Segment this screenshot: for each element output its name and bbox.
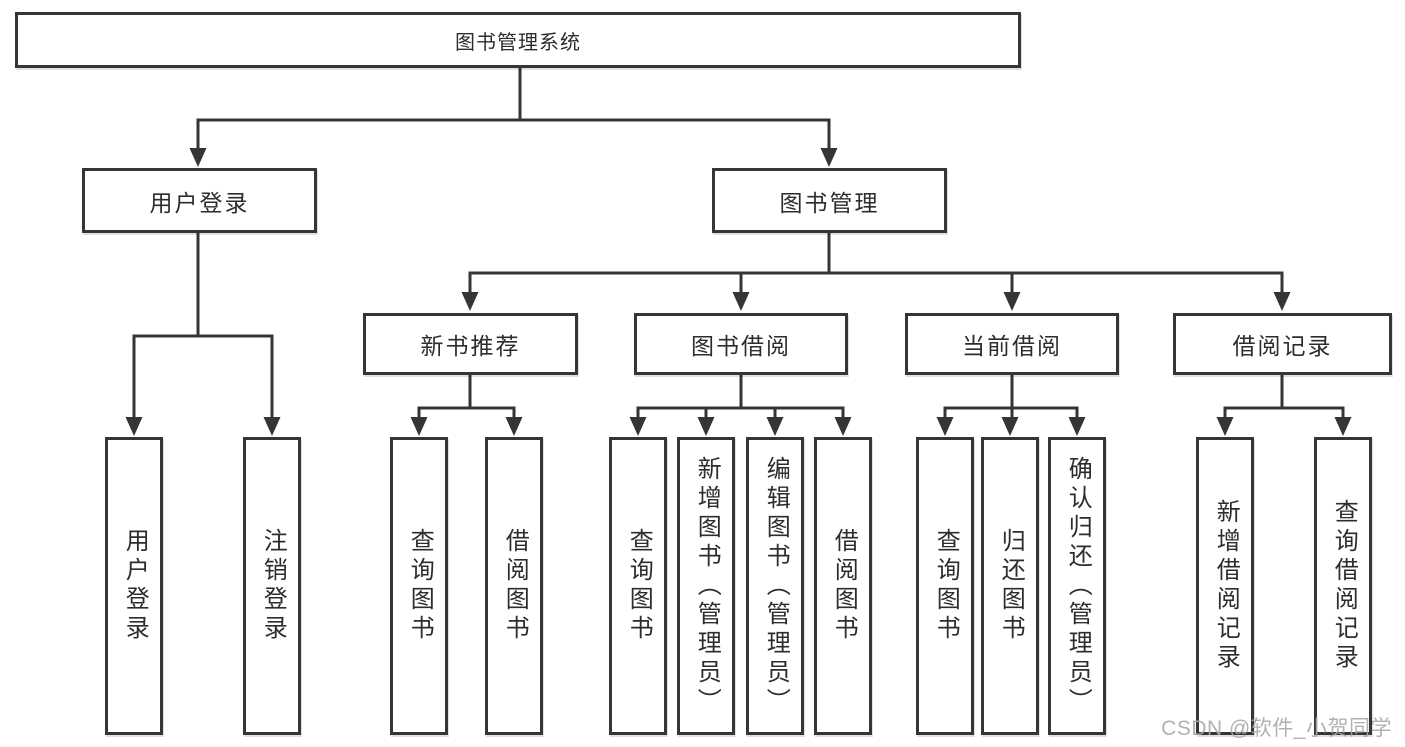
arrow-icon	[410, 417, 428, 436]
connector	[1223, 406, 1345, 421]
watermark: CSDN @软件_小贺同学	[1161, 717, 1392, 740]
arrow-icon	[263, 417, 281, 436]
connector	[417, 406, 516, 421]
node-label: 当前借阅	[962, 333, 1062, 359]
leaf-user-login: 用户登录	[105, 437, 163, 735]
leaf-label: 用户登录	[121, 528, 149, 644]
node-root-label: 图书管理系统	[455, 31, 581, 54]
arrow-icon	[1001, 417, 1019, 436]
arrow-icon	[461, 292, 479, 311]
leaf-newrec-borrow-book: 借阅图书	[485, 437, 543, 735]
leaf-current-return-book: 归还图书	[981, 437, 1039, 735]
connector	[132, 334, 274, 420]
leaf-current-confirm-return-admin: 确认归还（管理员）	[1048, 437, 1106, 735]
node-new-book-recommend: 新书推荐	[363, 313, 578, 375]
connector	[943, 406, 1079, 421]
arrow-icon	[1068, 417, 1086, 436]
leaf-label: 归还图书	[997, 528, 1025, 644]
node-user-login: 用户登录	[82, 168, 317, 233]
leaf-label: 查询借阅记录	[1330, 499, 1358, 673]
arrow-icon	[1273, 292, 1291, 311]
leaf-current-query-book: 查询图书	[916, 437, 974, 735]
leaf-label: 注销登录	[259, 528, 287, 644]
leaf-label: 查询图书	[406, 528, 434, 644]
leaf-label: 查询图书	[625, 528, 653, 644]
node-label: 用户登录	[149, 189, 250, 216]
connector	[196, 118, 831, 151]
node-book-management: 图书管理	[712, 168, 947, 233]
leaf-label: 新增图书（管理员）	[693, 455, 721, 717]
node-label: 新书推荐	[420, 333, 521, 359]
leaf-label: 编辑图书（管理员）	[762, 455, 790, 717]
leaf-records-query-record: 查询借阅记录	[1314, 437, 1372, 735]
connector	[468, 271, 1284, 295]
node-borrow-records: 借阅记录	[1173, 313, 1392, 375]
leaf-borrow-add-book-admin: 新增图书（管理员）	[677, 437, 735, 735]
leaf-borrow-query-book: 查询图书	[609, 437, 667, 735]
arrow-icon	[697, 417, 715, 436]
leaf-label: 确认归还（管理员）	[1064, 455, 1092, 717]
arrow-icon	[1216, 417, 1234, 436]
arrow-icon	[732, 292, 750, 311]
leaf-label: 新增借阅记录	[1212, 499, 1240, 673]
arrow-icon	[766, 417, 784, 436]
leaf-logout-login: 注销登录	[243, 437, 301, 735]
connector	[636, 406, 845, 421]
arrow-icon	[505, 417, 523, 436]
node-label: 图书借阅	[691, 333, 791, 359]
arrow-icon	[1334, 417, 1352, 436]
leaf-label: 借阅图书	[830, 528, 858, 644]
arrow-icon	[1003, 292, 1021, 311]
node-label: 图书管理	[779, 189, 880, 216]
arrow-icon	[936, 417, 954, 436]
leaf-label: 借阅图书	[501, 528, 529, 644]
arrow-icon	[189, 148, 207, 167]
leaf-records-add-record: 新增借阅记录	[1196, 437, 1254, 735]
arrow-icon	[820, 148, 838, 167]
node-label: 借阅记录	[1232, 333, 1333, 359]
arrow-icon	[834, 417, 852, 436]
node-book-borrow: 图书借阅	[634, 313, 848, 375]
leaf-newrec-query-book: 查询图书	[390, 437, 448, 735]
node-root: 图书管理系统	[15, 12, 1021, 68]
leaf-label: 查询图书	[932, 528, 960, 644]
leaf-borrow-borrow-book: 借阅图书	[814, 437, 872, 735]
arrow-icon	[629, 417, 647, 436]
node-current-borrow: 当前借阅	[905, 313, 1119, 375]
leaf-borrow-edit-book-admin: 编辑图书（管理员）	[746, 437, 804, 735]
arrow-icon	[125, 417, 143, 436]
